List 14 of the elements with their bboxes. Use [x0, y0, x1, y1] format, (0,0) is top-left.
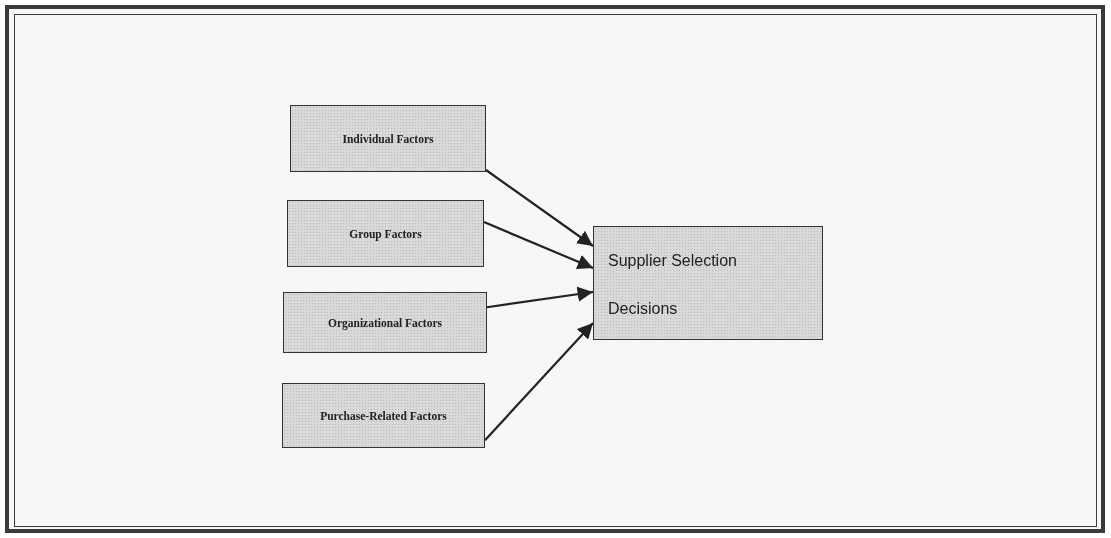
arrow	[484, 322, 594, 441]
box-label: Purchase-Related Factors	[320, 409, 447, 422]
factor-box	[290, 105, 486, 172]
arrow	[485, 169, 594, 247]
factor-box	[282, 383, 485, 448]
box-label: Group Factors	[349, 227, 422, 240]
box-label: Supplier Selection Decisions	[608, 251, 738, 319]
arrow	[486, 286, 594, 309]
factor-box	[287, 200, 484, 267]
box-label: Individual Factors	[342, 132, 434, 145]
arrow	[483, 221, 594, 270]
box-label: Organizational Factors	[328, 316, 442, 329]
factor-box	[283, 292, 487, 353]
decision-box	[593, 226, 823, 340]
